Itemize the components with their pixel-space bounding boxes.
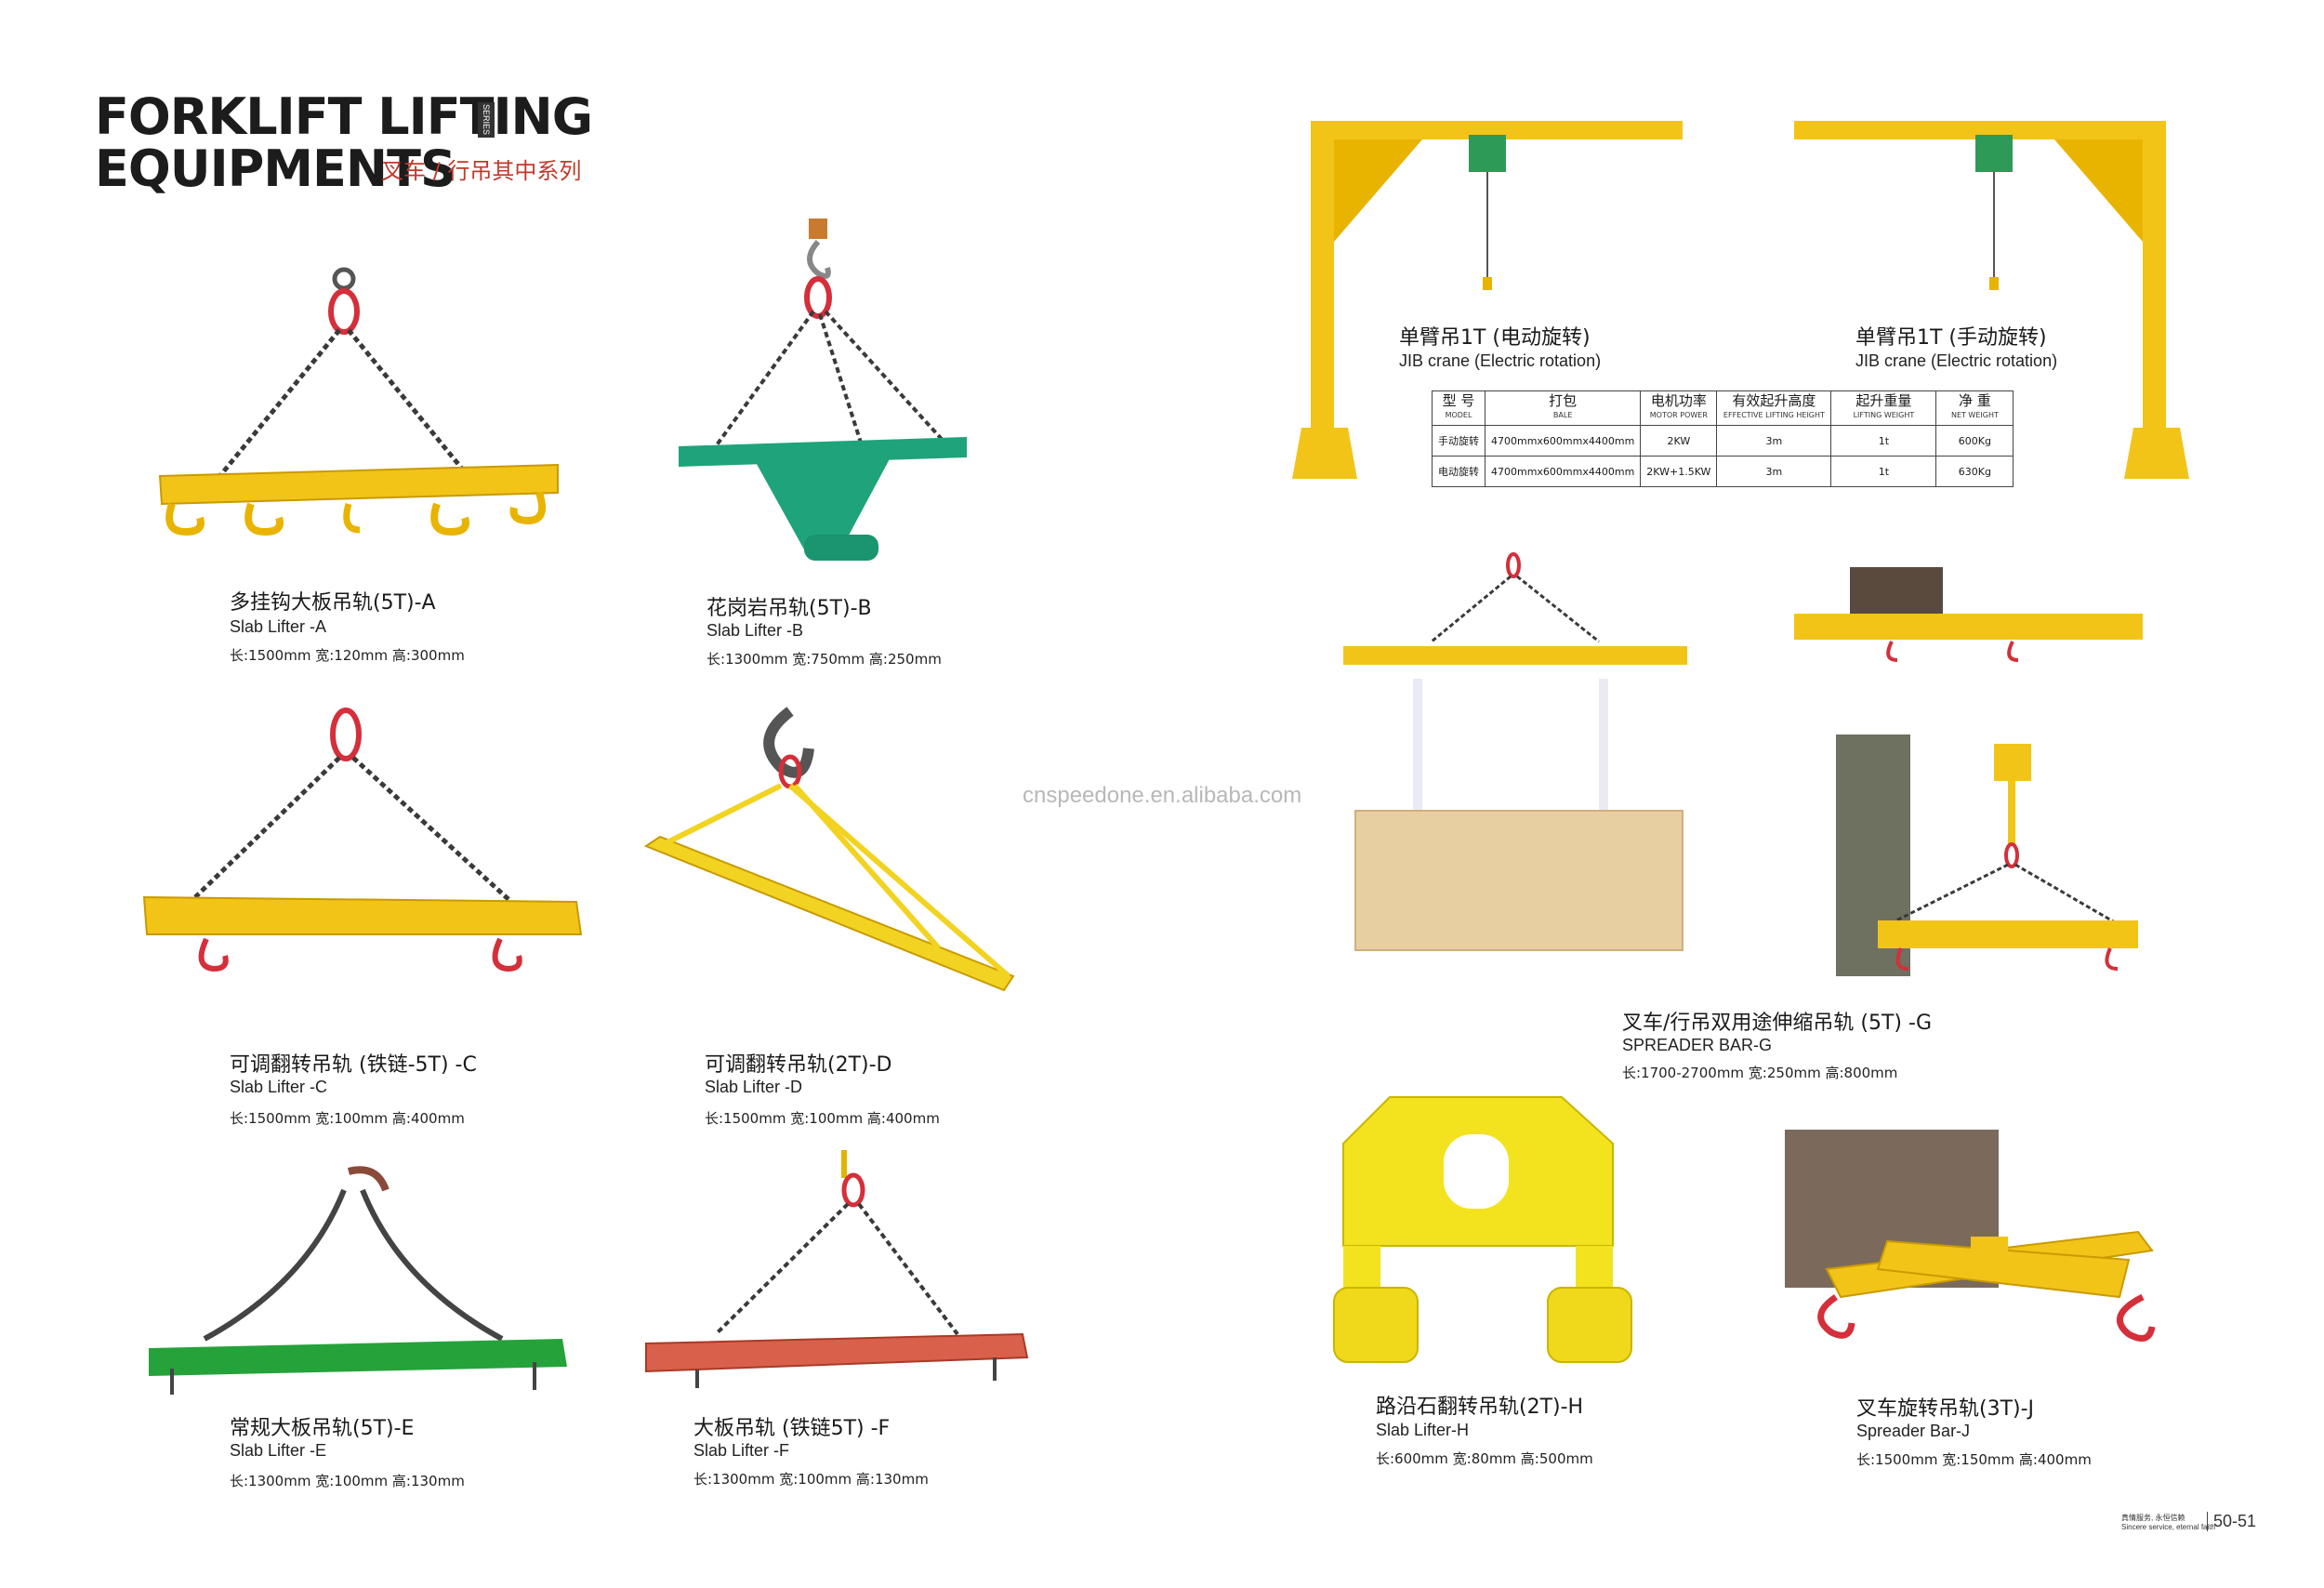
table-cell: 3m: [1716, 456, 1832, 487]
product-f-name-cn: 大板吊轨 (铁链5T) -F: [693, 1417, 891, 1440]
footer-slogan: 真情服务, 永恒信赖 Sincere service, eternal fait…: [2121, 1514, 2215, 1532]
product-f-name-en: Slab Lifter -F: [693, 1441, 790, 1460]
slab-lifter-c-image: [142, 708, 583, 973]
title-line-1: FORKLIFT LIFTING: [95, 87, 593, 146]
page-title: FORKLIFT LIFTING EQUIPMENTS: [95, 87, 593, 198]
product-a-name-cn: 多挂钩大板吊轨(5T)-A: [230, 591, 436, 615]
table-cell: 2KW+1.5KW: [1640, 456, 1718, 487]
footer-slogan-cn: 真情服务, 永恒信赖: [2121, 1514, 2185, 1522]
product-f-dims: 长:1300mm 宽:100mm 高:130mm: [693, 1471, 929, 1488]
product-g-name-en: SPREADER BAR-G: [1622, 1036, 1773, 1054]
product-c-dims: 长:1500mm 宽:100mm 高:400mm: [230, 1110, 465, 1127]
product-c-name-en: Slab Lifter -C: [230, 1078, 328, 1096]
title-line-2: EQUIPMENTS: [95, 139, 456, 198]
watermark: cnspeedone.en.alibaba.com: [1023, 783, 1302, 808]
product-h-name-en: Slab Lifter-H: [1376, 1421, 1470, 1439]
slab-lifter-a-image: [158, 267, 559, 536]
product-b-name-cn: 花岗岩吊轨(5T)-B: [706, 597, 872, 620]
product-g-name-cn: 叉车/行吊双用途伸缩吊轨 (5T) -G: [1622, 1012, 1932, 1035]
spreader-bar-g-slab-image: [1343, 552, 1687, 951]
product-d-dims: 长:1500mm 宽:100mm 高:400mm: [705, 1110, 940, 1127]
product-c-name-cn: 可调翻转吊轨 (铁链-5T) -C: [230, 1053, 477, 1077]
table-cell: 1t: [1830, 456, 1937, 487]
product-e-dims: 长:1300mm 宽:100mm 高:130mm: [230, 1473, 465, 1489]
product-a-dims: 长:1500mm 宽:120mm 高:300mm: [230, 647, 465, 664]
table-cell: 4700mmx600mmx4400mm: [1484, 456, 1642, 487]
slab-lifter-h-image: [1333, 1096, 1632, 1363]
page-subtitle: 叉车 / 行吊其中系列: [381, 158, 582, 184]
product-e-name-cn: 常规大板吊轨(5T)-E: [230, 1417, 415, 1440]
table-cell: 600Kg: [1935, 425, 2014, 457]
product-d-name-en: Slab Lifter -D: [705, 1078, 803, 1096]
table-row: 手动旋转 4700mmx600mmx4400mm 2KW 3m 1t 600Kg: [1432, 425, 2014, 457]
spreader-bar-g-forklift-side-image: [1836, 734, 2138, 976]
page-number: 50-51: [2207, 1512, 2256, 1531]
table-cell: 手动旋转: [1432, 425, 1486, 457]
spreader-bar-g-forklift-top-image: [1794, 567, 2143, 662]
product-a-name-en: Slab Lifter -A: [230, 617, 327, 636]
jib-crane-manual-image: [1794, 121, 2189, 479]
product-j-dims: 长:1500mm 宽:150mm 高:400mm: [1856, 1451, 2092, 1468]
footer-slogan-en: Sincere service, eternal faith: [2121, 1523, 2215, 1531]
jib-crane-electric-name-cn: 单臂吊1T (电动旋转): [1399, 326, 1591, 350]
series-tag: SERIES: [478, 102, 495, 138]
product-j-name-cn: 叉车旋转吊轨(3T)-J: [1856, 1397, 2035, 1421]
product-h-dims: 长:600mm 宽:80mm 高:500mm: [1376, 1450, 1593, 1467]
table-cell: 电动旋转: [1432, 456, 1486, 487]
product-d-name-cn: 可调翻转吊轨(2T)-D: [705, 1053, 892, 1077]
product-b-dims: 长:1300mm 宽:750mm 高:250mm: [706, 651, 942, 668]
product-j-name-en: Spreader Bar-J: [1856, 1422, 1971, 1440]
table-cell: 3m: [1716, 425, 1832, 457]
product-e-name-en: Slab Lifter -E: [230, 1441, 327, 1460]
jib-crane-manual-name-cn: 单臂吊1T (手动旋转): [1855, 326, 2047, 350]
slab-lifter-e-image: [149, 1166, 567, 1395]
slab-lifter-f-image: [645, 1150, 1029, 1388]
slab-lifter-b-image: [679, 218, 967, 561]
table-cell: 2KW: [1640, 425, 1718, 457]
table-cell: 1t: [1830, 425, 1937, 457]
product-h-name-cn: 路沿石翻转吊轨(2T)-H: [1376, 1396, 1584, 1419]
product-b-name-en: Slab Lifter -B: [706, 621, 804, 640]
product-g-dims: 长:1700-2700mm 宽:250mm 高:800mm: [1622, 1065, 1898, 1081]
jib-crane-electric-image: [1292, 121, 1683, 479]
slab-lifter-d-image: [643, 707, 1015, 992]
table-cell: 630Kg: [1935, 456, 2014, 487]
spreader-bar-j-image: [1785, 1130, 2156, 1342]
table-row: 电动旋转 4700mmx600mmx4400mm 2KW+1.5KW 3m 1t…: [1432, 456, 2014, 487]
jib-crane-manual-name-en: JIB crane (Electric rotation): [1855, 351, 2058, 370]
table-cell: 4700mmx600mmx4400mm: [1484, 425, 1642, 457]
jib-crane-electric-name-en: JIB crane (Electric rotation): [1399, 351, 1602, 370]
